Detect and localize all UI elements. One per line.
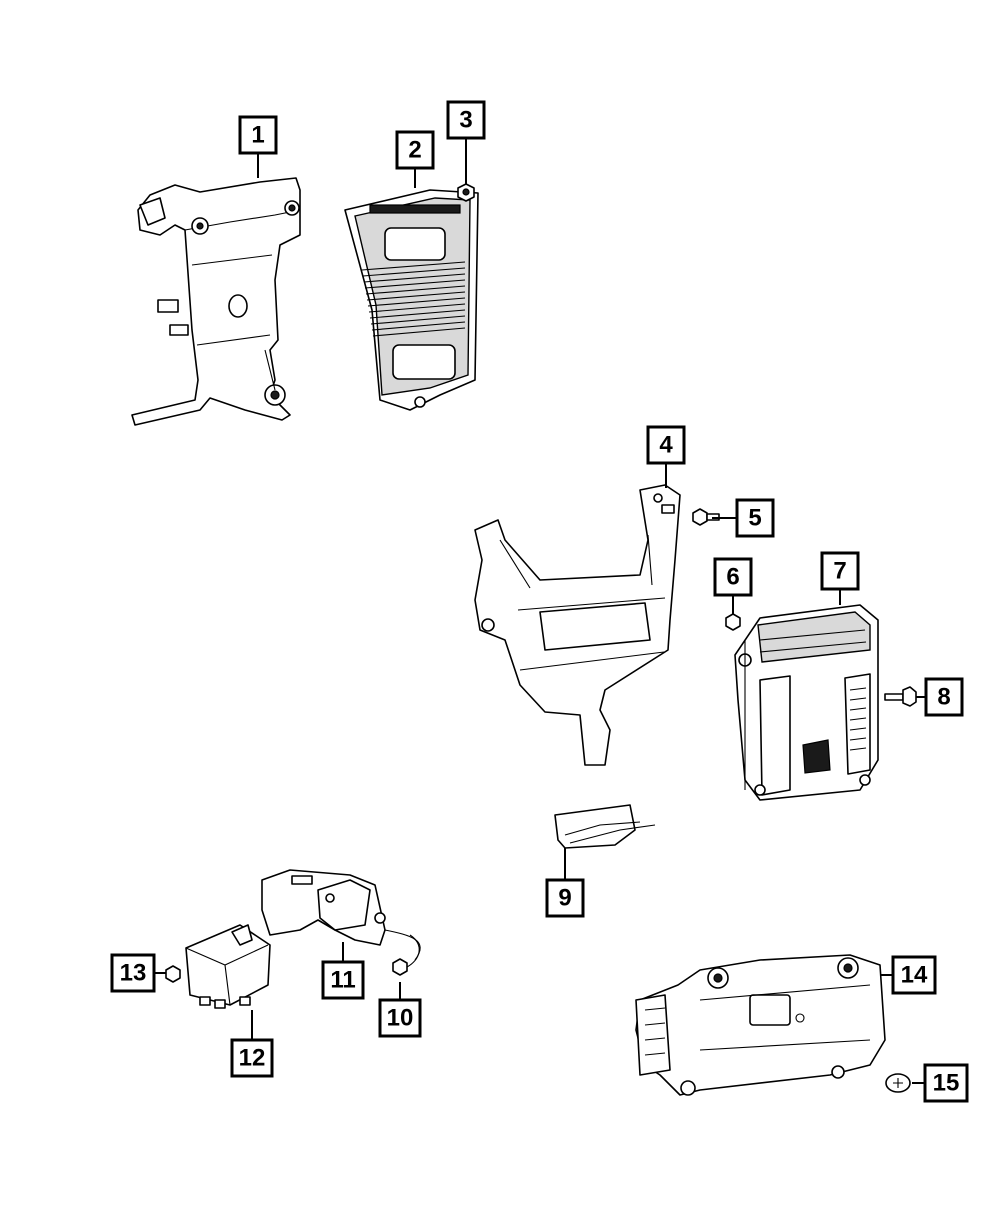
callout-13-label: 13 xyxy=(120,960,147,987)
part-3-nut xyxy=(457,183,475,202)
callout-9: 9 xyxy=(545,878,585,918)
callout-7-label: 7 xyxy=(833,558,846,585)
callout-1-label: 1 xyxy=(251,122,264,149)
callout-1: 1 xyxy=(238,115,278,155)
part-8-bolt xyxy=(884,686,917,707)
callout-14-label: 14 xyxy=(901,962,928,989)
callout-11: 11 xyxy=(321,960,365,1000)
part-1-bracket xyxy=(131,177,301,426)
part-9-clip xyxy=(554,804,656,849)
part-12-module xyxy=(185,924,271,1009)
part-7-ecm-module xyxy=(734,604,879,801)
callout-11-label: 11 xyxy=(330,967,355,994)
part-2-ecm-module xyxy=(344,189,479,411)
callout-7: 7 xyxy=(820,551,860,591)
part-6-nut xyxy=(725,613,741,631)
callout-9-label: 9 xyxy=(558,885,571,912)
callout-10: 10 xyxy=(378,998,422,1038)
callout-15: 15 xyxy=(923,1063,969,1103)
callout-8: 8 xyxy=(924,677,964,717)
callout-4-label: 4 xyxy=(659,432,673,459)
callout-10-label: 10 xyxy=(387,1005,414,1032)
callout-2: 2 xyxy=(395,130,435,170)
callout-13: 13 xyxy=(110,953,156,993)
callout-3-label: 3 xyxy=(459,107,472,134)
part-10-bolt xyxy=(392,934,420,976)
part-11-bracket xyxy=(261,869,421,961)
callout-15-label: 15 xyxy=(933,1070,960,1097)
callout-12: 12 xyxy=(230,1038,274,1078)
callout-5: 5 xyxy=(735,498,775,538)
callout-5-label: 5 xyxy=(748,505,761,532)
callout-8-label: 8 xyxy=(937,684,950,711)
leader-lines xyxy=(154,138,926,1084)
callout-6: 6 xyxy=(713,557,753,597)
part-4-bracket xyxy=(474,484,681,766)
callout-4: 4 xyxy=(646,425,686,465)
part-15-screw xyxy=(885,1073,911,1093)
part-13-nut xyxy=(165,965,181,983)
part-14-module xyxy=(635,954,886,1096)
callout-3: 3 xyxy=(446,100,486,140)
callout-14: 14 xyxy=(891,955,937,995)
callout-6-label: 6 xyxy=(726,564,739,591)
callout-2-label: 2 xyxy=(408,137,421,164)
callout-12-label: 12 xyxy=(239,1045,266,1072)
